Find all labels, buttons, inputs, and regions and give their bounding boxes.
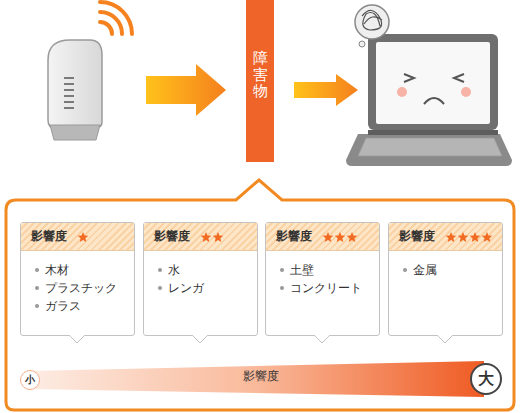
star [78, 231, 89, 241]
scale-gradient [30, 361, 484, 397]
material-name: コンクリート [290, 281, 362, 296]
card-header: 影響度 [266, 223, 379, 251]
material-list: 土壁コンクリート [280, 261, 375, 297]
star [446, 231, 457, 241]
material-item: レンガ [158, 279, 253, 297]
bullet [158, 268, 162, 272]
bullet [280, 286, 284, 290]
card-pointer-shape [437, 335, 453, 343]
impact-card: 影響度土壁コンクリート [265, 222, 380, 336]
impact-heading: 影響度 [154, 229, 190, 244]
obstacle-label: 障害物 [253, 50, 268, 100]
bullet [35, 268, 39, 272]
card-pointer [69, 335, 85, 344]
wifi-waves [100, 2, 132, 34]
star [458, 231, 469, 241]
thought-bubble [355, 5, 389, 47]
bullet [35, 304, 39, 308]
obstacle-bar: 障害物 [246, 0, 274, 162]
material-name: 金属 [413, 263, 437, 278]
card-pointer-shape [314, 335, 330, 343]
star [335, 231, 346, 241]
card-pointer [437, 335, 453, 344]
star-rating [200, 231, 226, 243]
signal-arrow [146, 64, 226, 116]
card-pointer-shape [192, 335, 208, 343]
impact-heading: 影響度 [31, 229, 67, 244]
material-name: 木材 [45, 263, 69, 278]
material-list: 木材プラスチックガラス [35, 261, 130, 315]
material-name: 水 [168, 263, 180, 278]
star [470, 231, 481, 241]
material-name: ガラス [45, 299, 81, 314]
material-list: 金属 [403, 261, 498, 279]
card-pointer [314, 335, 330, 344]
star [213, 231, 224, 241]
material-name: 土壁 [290, 263, 314, 278]
star [482, 231, 493, 241]
star [201, 231, 212, 241]
material-item: 金属 [403, 261, 498, 279]
laptop-icon [346, 34, 512, 166]
material-item: 木材 [35, 261, 130, 279]
scale-end-label: 大 [478, 369, 494, 390]
star [347, 231, 358, 241]
bullet [35, 286, 39, 290]
impact-heading: 影響度 [276, 229, 312, 244]
scale-end-circle: 小 [20, 370, 40, 390]
card-header: 影響度 [21, 223, 134, 251]
card-pointer [192, 335, 208, 344]
card-pointer-shape [69, 335, 85, 343]
impact-scale: 影響度 小 大 [14, 356, 508, 400]
scale-end-label: 小 [25, 373, 35, 387]
scale-end-circle: 大 [470, 363, 502, 395]
material-item: ガラス [35, 297, 130, 315]
material-list: 水レンガ [158, 261, 253, 297]
signal-arrow [294, 74, 358, 106]
impact-card: 影響度金属 [388, 222, 503, 336]
bullet [158, 286, 162, 290]
star-rating [322, 231, 360, 243]
material-name: プラスチック [45, 281, 117, 296]
bullet [403, 268, 407, 272]
router-icon [48, 40, 102, 140]
card-header: 影響度 [389, 223, 502, 251]
impact-card: 影響度木材プラスチックガラス [20, 222, 135, 336]
material-name: レンガ [168, 281, 204, 296]
impact-heading: 影響度 [399, 229, 435, 244]
material-item: コンクリート [280, 279, 375, 297]
scale-label: 影響度 [243, 368, 279, 385]
material-item: 水 [158, 261, 253, 279]
panel-outline [6, 180, 514, 410]
impact-card: 影響度水レンガ [143, 222, 258, 336]
material-item: プラスチック [35, 279, 130, 297]
star-rating [445, 231, 495, 243]
material-item: 土壁 [280, 261, 375, 279]
star [323, 231, 334, 241]
bullet [280, 268, 284, 272]
star-rating [77, 231, 91, 243]
card-header: 影響度 [144, 223, 257, 251]
